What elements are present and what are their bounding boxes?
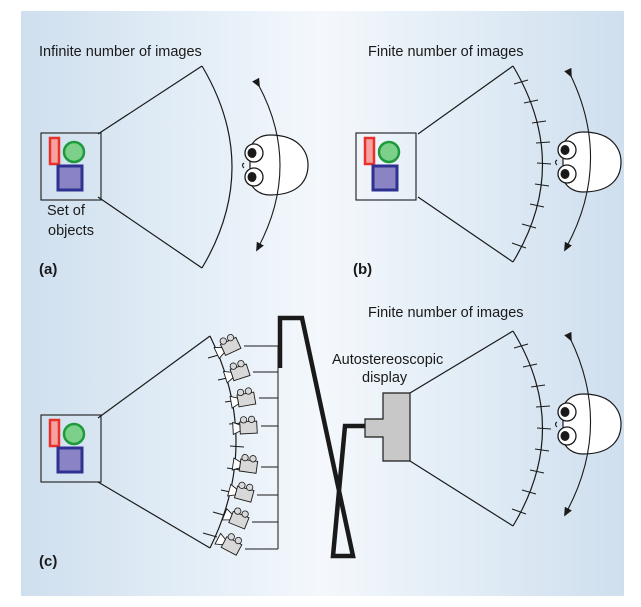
camera-icon <box>211 332 242 359</box>
autostereoscopic-display <box>364 392 411 462</box>
display-label-line1: Autostereoscopic <box>332 352 443 368</box>
camera-cables <box>244 345 279 550</box>
panel-a-image-arc <box>201 65 233 269</box>
panel-b-tag: (b) <box>353 261 372 278</box>
camera-icon <box>231 415 258 435</box>
camera-icon <box>221 358 251 384</box>
panel-c-camera-arc <box>209 335 237 549</box>
panel-a-title: Infinite number of images <box>39 44 202 60</box>
panel-b-title: Finite number of images <box>368 44 524 60</box>
panel-a-viewing-cone <box>97 65 203 269</box>
objects-label-line2: objects <box>48 223 94 239</box>
viewer-face-icon <box>241 134 309 196</box>
panel-a-tag: (a) <box>39 261 57 278</box>
panel-b-viewing-cone <box>417 65 514 263</box>
camera-array <box>211 332 259 556</box>
camera-icon <box>214 528 245 556</box>
double-arrow-icon <box>564 331 592 517</box>
viewer-face-icon <box>554 393 622 455</box>
diagram-background <box>21 11 624 596</box>
panel-c-capture-cone <box>97 335 211 549</box>
panel-c-title: Finite number of images <box>368 305 524 321</box>
object-set-icon <box>354 131 418 202</box>
double-arrow-icon <box>564 67 592 252</box>
object-set-icon <box>39 131 103 202</box>
panel-a: Infinite number of images Set of objects… <box>39 44 309 278</box>
camera-icon <box>231 452 259 474</box>
data-cable <box>277 315 365 559</box>
panel-b: Finite number of images (b) <box>353 44 622 278</box>
panel-c: Finite number of images <box>39 305 622 570</box>
objects-label-line1: Set of <box>47 203 86 219</box>
panel-b-image-arc <box>512 65 543 263</box>
object-set-icon <box>39 413 103 484</box>
panel-c-view-ticks <box>511 343 552 515</box>
panel-c-tag: (c) <box>39 553 57 570</box>
display-label-line2: display <box>362 370 408 386</box>
camera-icon <box>228 386 257 409</box>
double-arrow-icon <box>252 77 281 252</box>
panel-c-viewing-cone <box>409 330 514 527</box>
panel-b-view-ticks <box>511 79 552 249</box>
